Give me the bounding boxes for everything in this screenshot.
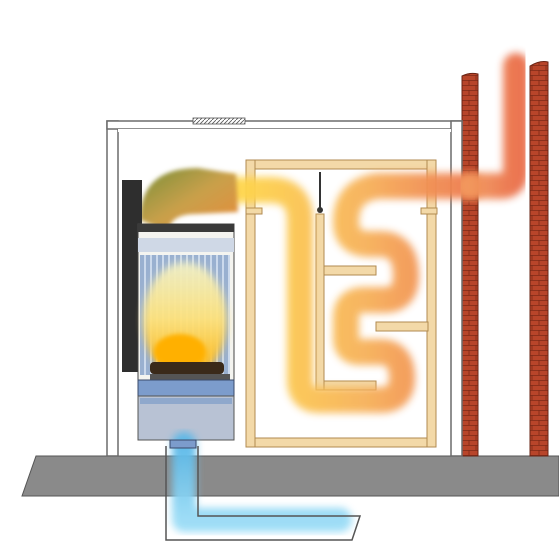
fireplace-insert bbox=[122, 168, 238, 440]
air-inlet-collar bbox=[170, 440, 196, 448]
floor-slab bbox=[22, 456, 559, 496]
damper-pivot bbox=[317, 207, 323, 213]
